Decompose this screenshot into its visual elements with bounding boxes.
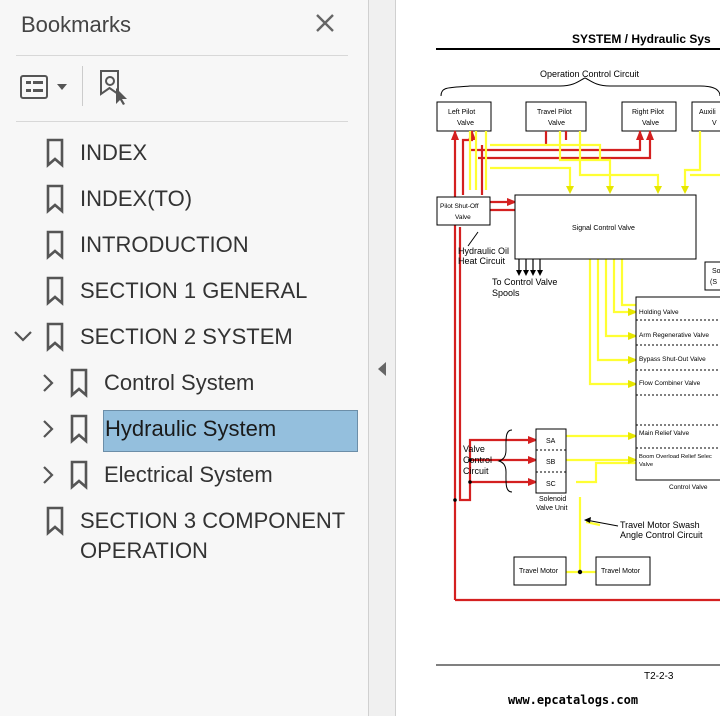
svg-text:Bypass Shut-Out Valve: Bypass Shut-Out Valve: [639, 356, 706, 363]
bookmark-icon: [45, 506, 65, 541]
svg-text:SC: SC: [546, 481, 556, 488]
svg-text:SB: SB: [546, 459, 556, 466]
list-options-icon: [20, 75, 67, 99]
svg-text:So: So: [712, 268, 720, 275]
options-menu-button[interactable]: [18, 72, 72, 109]
document-page: SYSTEM / Hydraulic Sys Operation Control…: [396, 0, 720, 716]
svg-text:Holding Valve: Holding Valve: [639, 309, 679, 316]
bookmark-icon: [45, 322, 65, 357]
chevron-right-icon[interactable]: [40, 418, 56, 445]
bookmark-section-2[interactable]: SECTION 2 SYSTEM: [80, 324, 293, 349]
svg-text:To Control Valve: To Control Valve: [492, 277, 557, 287]
collapse-left-icon[interactable]: [376, 361, 388, 382]
svg-text:Boom Overload Relief Selec: Boom Overload Relief Selec: [639, 454, 712, 460]
bookmark-icon: [69, 414, 89, 449]
bookmark-search-icon: [100, 70, 127, 105]
bookmark-icon: [45, 276, 65, 311]
svg-text:Right Pilot: Right Pilot: [632, 109, 664, 116]
svg-text:Valve Unit: Valve Unit: [536, 505, 567, 512]
bookmark-icon: [45, 184, 65, 219]
chevron-right-icon[interactable]: [40, 372, 56, 399]
bookmark-index[interactable]: INDEX: [80, 140, 148, 165]
svg-text:Solenoid: Solenoid: [539, 496, 566, 503]
heading-rule: [436, 48, 720, 50]
toolbar-separator: [82, 66, 83, 106]
svg-text:Travel Motor: Travel Motor: [519, 568, 559, 575]
svg-text:SA: SA: [546, 438, 556, 445]
svg-text:Control Valve: Control Valve: [669, 484, 708, 491]
svg-text:Signal Control Valve: Signal Control Valve: [572, 225, 635, 232]
svg-text:Angle Control Circuit: Angle Control Circuit: [620, 530, 703, 540]
watermark-text: www.epcatalogs.com: [508, 693, 639, 707]
svg-text:Arm Regenerative Valve: Arm Regenerative Valve: [639, 332, 709, 339]
svg-text:Valve: Valve: [642, 120, 659, 127]
find-bookmark-button[interactable]: [96, 68, 132, 111]
panel-title: Bookmarks: [21, 12, 132, 37]
chevron-right-icon[interactable]: [40, 464, 56, 491]
svg-text:Valve: Valve: [457, 120, 474, 127]
svg-text:Main Relief Valve: Main Relief Valve: [639, 430, 689, 437]
page-number: T2-2-3: [644, 671, 674, 682]
bookmark-control-system[interactable]: Control System: [104, 370, 255, 395]
bookmark-introduction[interactable]: INTRODUCTION: [80, 232, 249, 257]
bookmark-hydraulic-system[interactable]: Hydraulic System: [105, 416, 277, 441]
bookmark-electrical-system[interactable]: Electrical System: [104, 462, 273, 487]
bookmark-index-to[interactable]: INDEX(TO): [80, 186, 193, 211]
svg-text:Travel Motor Swash: Travel Motor Swash: [620, 520, 700, 530]
page-heading: SYSTEM / Hydraulic Sys: [572, 32, 711, 46]
bookmark-icon: [69, 460, 89, 495]
bookmarks-panel: Bookmarks INDEX INDEX(TO) INTRODUCTION S…: [12, 10, 358, 563]
bookmark-section-3[interactable]: SECTION 3 COMPONENT: [80, 508, 346, 533]
svg-text:Heat Circuit: Heat Circuit: [458, 256, 506, 266]
svg-text:Auxili: Auxili: [699, 109, 716, 116]
svg-text:Left Pilot: Left Pilot: [448, 109, 475, 116]
svg-text:V: V: [712, 120, 717, 127]
label-operation-control: Operation Control Circuit: [540, 69, 640, 79]
close-icon[interactable]: [312, 10, 338, 36]
bookmark-section-3-line2[interactable]: OPERATION: [80, 538, 208, 563]
svg-text:Spools: Spools: [492, 288, 520, 298]
svg-text:Travel Pilot: Travel Pilot: [537, 109, 572, 116]
panel-splitter[interactable]: [368, 0, 396, 716]
svg-text:Pilot Shut-Off: Pilot Shut-Off: [440, 203, 479, 210]
selected-highlight: [103, 410, 358, 452]
svg-text:Valve: Valve: [548, 120, 565, 127]
svg-text:Flow Combiner Valve: Flow Combiner Valve: [639, 380, 701, 387]
divider-line: [16, 121, 348, 122]
svg-text:Circuit: Circuit: [463, 466, 489, 476]
bookmark-icon: [45, 138, 65, 173]
svg-text:Valve: Valve: [463, 444, 485, 454]
divider-line: [16, 55, 348, 56]
svg-text:Valve: Valve: [639, 462, 653, 468]
svg-text:Hydraulic Oil: Hydraulic Oil: [458, 246, 509, 256]
chevron-down-icon[interactable]: [12, 327, 34, 350]
bookmark-icon: [45, 230, 65, 265]
svg-text:Travel Motor: Travel Motor: [601, 568, 641, 575]
svg-text:Control: Control: [463, 455, 492, 465]
svg-text:Valve: Valve: [455, 214, 471, 221]
hydraulic-diagram: Operation Control Circuit Left Pilot Val…: [436, 69, 720, 666]
bookmark-section-1[interactable]: SECTION 1 GENERAL: [80, 278, 308, 303]
bookmark-icon: [69, 368, 89, 403]
svg-text:(S: (S: [710, 279, 717, 286]
